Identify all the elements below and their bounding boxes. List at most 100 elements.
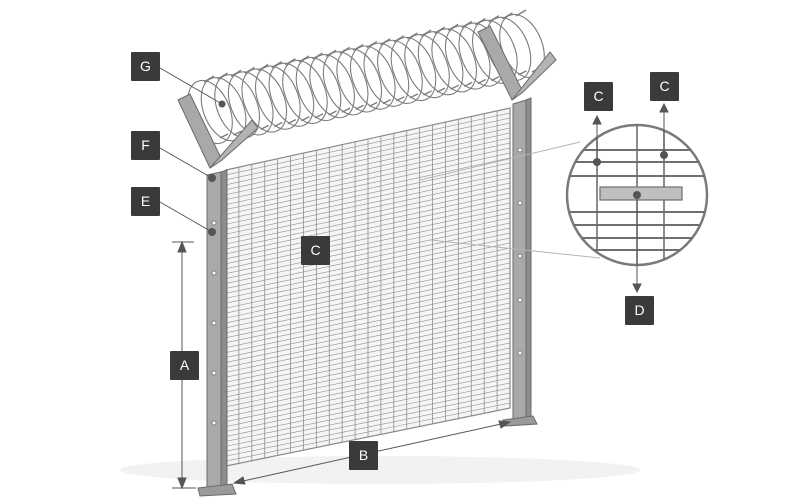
mesh-horizontal-wire [226, 282, 510, 343]
mesh-horizontal-wire [226, 237, 510, 299]
razor-wire-loop [322, 51, 369, 116]
label-c-detail-left: C [584, 82, 613, 111]
mesh-horizontal-wire [226, 297, 510, 358]
razor-barb [312, 52, 323, 60]
mesh-horizontal-wire [226, 202, 510, 265]
mesh-horizontal-wire [226, 217, 510, 279]
label-e: E [131, 187, 160, 216]
mesh-horizontal-wire [226, 332, 510, 393]
razor-wire-loop [431, 28, 478, 93]
mesh-horizontal-wire [226, 167, 510, 230]
razor-barb [434, 26, 445, 34]
razor-barb [325, 49, 337, 57]
razor-barb [230, 69, 242, 77]
mesh-horizontal-wire [226, 387, 510, 447]
razor-barb [393, 35, 405, 43]
mesh-horizontal-wire [226, 337, 510, 398]
razor-wire-loop [377, 39, 423, 104]
label-c-detail-right: C [650, 72, 679, 101]
razor-barb [298, 55, 310, 63]
ground-shadow [120, 456, 640, 484]
razor-barb [461, 20, 473, 29]
mesh-horizontal-wire [226, 327, 510, 388]
mesh-horizontal-wire [226, 287, 510, 348]
mesh-horizontal-wire [226, 357, 510, 417]
razor-wire-loop [295, 56, 342, 122]
mesh-horizontal-wire [226, 402, 510, 462]
mesh-horizontal-wire [226, 372, 510, 432]
mesh-horizontal-wire [226, 307, 510, 368]
mesh-horizontal-wire [226, 122, 510, 186]
mesh-horizontal-wire [226, 162, 510, 225]
mesh-horizontal-wire [226, 252, 510, 314]
razor-barb [515, 9, 527, 17]
mesh-horizontal-wire [226, 362, 510, 422]
mesh-horizontal-wire [226, 382, 510, 442]
mesh-horizontal-wire [226, 377, 510, 437]
razor-wire-loop [268, 62, 315, 127]
razor-wire-loop [336, 48, 383, 113]
mesh-horizontal-wire [226, 277, 510, 339]
razor-barb [420, 29, 432, 37]
razor-barb [257, 63, 269, 72]
mesh-horizontal-wire [226, 192, 510, 255]
leader-lines [159, 67, 669, 294]
razor-wire-loop [282, 59, 328, 124]
mesh-horizontal-wire [226, 212, 510, 274]
mesh-horizontal-wire [226, 257, 510, 319]
mesh-panel [225, 107, 511, 467]
mesh-horizontal-wire [226, 157, 510, 220]
mesh-horizontal-wire [226, 187, 510, 250]
mesh-horizontal-wire [226, 177, 510, 240]
label-a: A [170, 351, 199, 380]
mesh-horizontal-wire [226, 207, 510, 269]
razor-barb [488, 15, 500, 23]
mesh-horizontal-wire [226, 142, 510, 205]
label-b: B [349, 441, 378, 470]
razor-wire-loop [309, 54, 355, 119]
razor-barb [285, 58, 296, 66]
label-g: G [131, 52, 160, 81]
label-f: F [131, 131, 160, 160]
mesh-horizontal-wire [226, 272, 510, 334]
mesh-horizontal-wire [226, 227, 510, 289]
mesh-horizontal-wire [226, 317, 510, 378]
label-c-panel: C [301, 236, 330, 265]
razor-barb [339, 46, 351, 54]
razor-barb [203, 75, 215, 83]
razor-wire-loop [444, 25, 491, 90]
razor-wire-loop [241, 68, 288, 133]
razor-barb [366, 40, 378, 49]
razor-wire-loop [390, 36, 437, 102]
left-post [177, 93, 259, 497]
razor-barb [352, 43, 364, 52]
mesh-horizontal-wire [226, 302, 510, 363]
mesh-horizontal-wire [226, 292, 510, 353]
mesh-horizontal-wire [226, 352, 510, 413]
mesh-horizontal-wire [226, 267, 510, 329]
mesh-horizontal-wire [226, 347, 510, 408]
mesh-horizontal-wire [226, 322, 510, 383]
mesh-horizontal-wire [226, 127, 510, 191]
mesh-horizontal-wire [226, 152, 510, 215]
razor-wire-loop [417, 31, 464, 96]
mesh-horizontal-wire [226, 247, 510, 309]
mesh-horizontal-wire [226, 262, 510, 324]
mesh-horizontal-wire [226, 182, 510, 245]
mesh-horizontal-wire [226, 242, 510, 304]
mesh-horizontal-wire [226, 392, 510, 452]
mesh-horizontal-wire [226, 117, 510, 181]
razor-wire-loop [349, 45, 396, 110]
mesh-horizontal-wire [226, 147, 510, 210]
razor-wire-loop [363, 42, 410, 107]
detail-connector-lines [419, 141, 601, 259]
mesh-horizontal-wire [226, 312, 510, 373]
razor-barb [379, 38, 391, 46]
right-post [477, 25, 557, 427]
razor-barb [407, 32, 418, 40]
razor-wire-loop [254, 65, 301, 130]
mesh-horizontal-wire [226, 137, 510, 200]
mesh-horizontal-wire [226, 108, 510, 171]
